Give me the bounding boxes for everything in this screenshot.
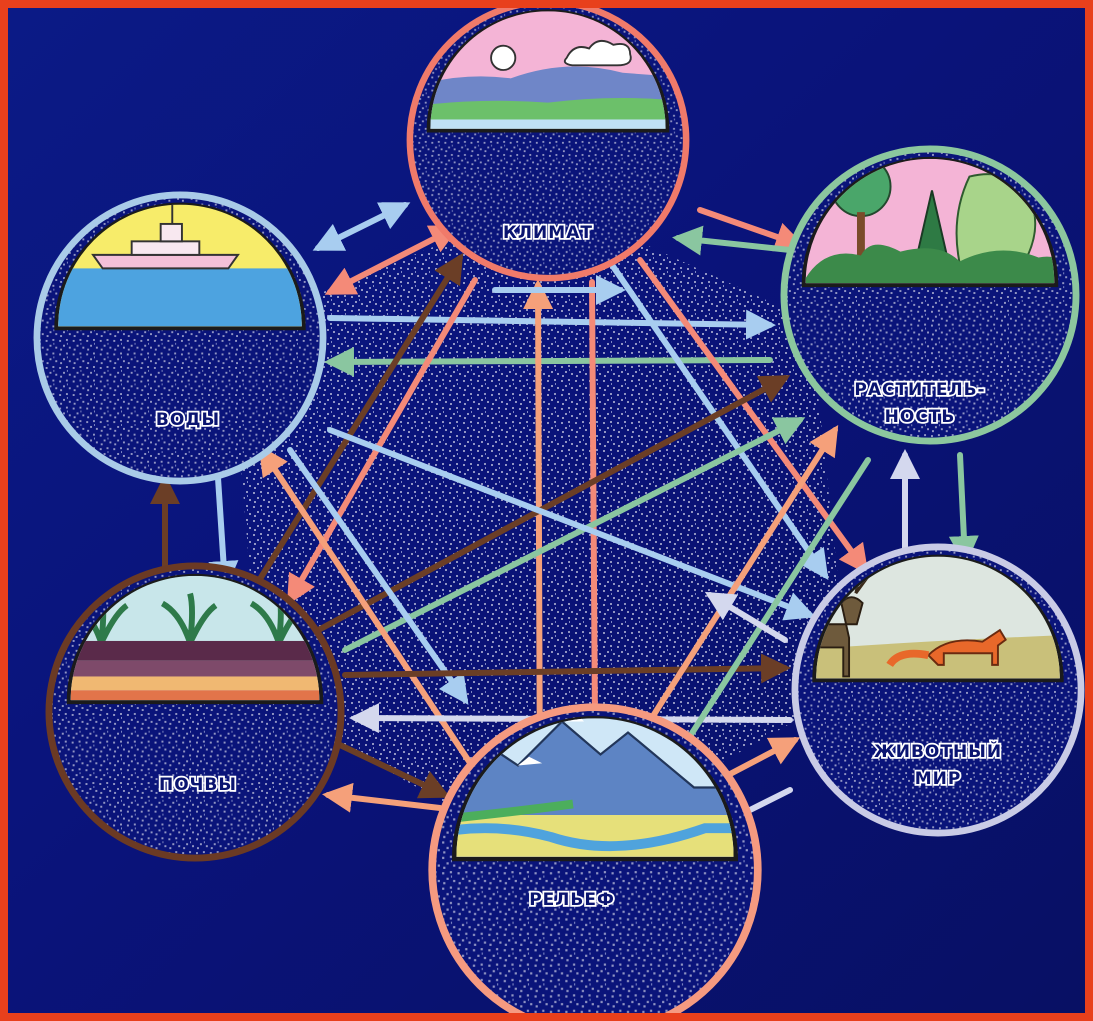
node-label-vegetation-2: НОСТЬ: [885, 407, 956, 427]
connection-arrow: [312, 202, 411, 251]
connection-arrow: [579, 279, 610, 734]
node-label-soils: ПОЧВЫ: [159, 775, 237, 795]
connection-arrow: [672, 225, 793, 256]
node-label-climate: КЛИМАТ: [503, 223, 593, 243]
connection-arrow: [337, 742, 451, 799]
node-ring: [428, 703, 762, 1013]
node-label-relief: РЕЛЬЕФ: [529, 890, 615, 910]
node-climate: [406, 8, 690, 282]
connection-arrow: [324, 225, 461, 295]
node-water: [33, 191, 327, 485]
node-soils: [45, 562, 345, 862]
node-vegetation: [780, 145, 1080, 445]
component-nodes: КЛИМАТ РАСТИТЕЛЬ- НОСТЬ ЖИВОТНЫЙ МИР РЕЛЬЕФ ПО…: [33, 8, 1085, 1013]
connection-arrow: [258, 445, 504, 813]
node-label-vegetation-1: РАСТИТЕЛЬ-: [854, 380, 985, 400]
node-ring: [406, 8, 690, 282]
natural-components-diagram: КЛИМАТ РАСТИТЕЛЬ- НОСТЬ ЖИВОТНЫЙ МИР РЕЛЬЕФ ПО…: [33, 8, 1085, 1013]
node-relief: [428, 703, 762, 1013]
connection-arrow: [948, 452, 979, 566]
node-label-animals-2: МИР: [915, 769, 962, 789]
node-label-animals-1: ЖИВОТНЫЙ: [874, 740, 1002, 762]
connection-arrow: [704, 591, 788, 643]
connection-arrows: [150, 202, 979, 828]
node-animals: [791, 543, 1085, 837]
connection-arrow: [661, 457, 871, 781]
node-ring: [791, 543, 1085, 837]
connection-arrow: [322, 782, 443, 813]
node-ring: [45, 562, 345, 862]
sun-cloud-landscape-icon: [430, 11, 666, 129]
node-label-water: ВОДЫ: [156, 410, 220, 430]
node-ring: [33, 191, 327, 485]
connection-arrow: [697, 207, 806, 252]
node-ring: [780, 145, 1080, 445]
